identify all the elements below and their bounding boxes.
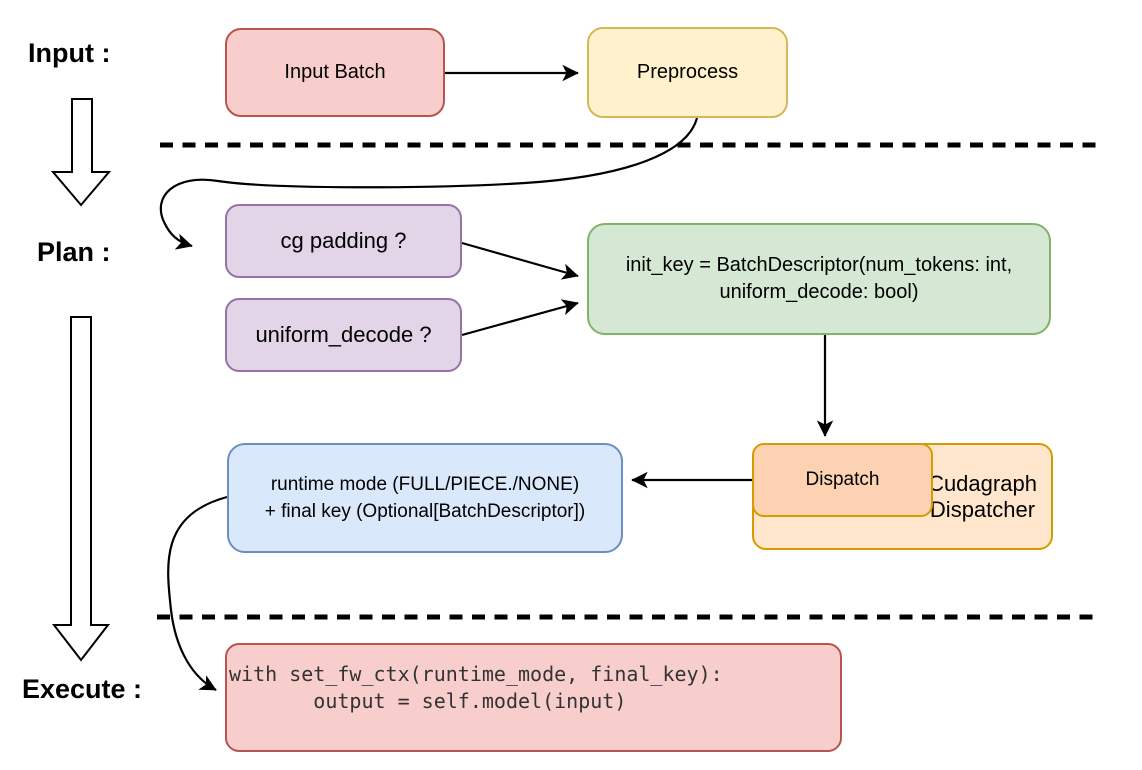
arrow-cg-padding-to-init-key xyxy=(461,241,579,280)
input-phase-label: Input : xyxy=(28,38,111,68)
uniform-decode-label: uniform_decode ? xyxy=(255,322,432,348)
uniform-decode-node: uniform_decode ? xyxy=(225,298,462,372)
init-key-node: init_key = BatchDescriptor(num_tokens: i… xyxy=(587,223,1051,335)
input-batch-label: Input Batch xyxy=(284,61,386,83)
dispatch-label: Dispatch xyxy=(805,469,880,491)
plan-phase-label: Plan : xyxy=(37,237,111,267)
execute-code-line2: output = self.model(input) xyxy=(229,689,627,713)
arrow-runtime-mode-to-execute-code xyxy=(167,495,228,691)
big-arrow-plan-to-execute xyxy=(51,316,111,662)
execute-phase-label: Execute : xyxy=(22,674,143,704)
runtime-mode-node: runtime mode (FULL/PIECE./NONE) + final … xyxy=(227,443,623,553)
cg-padding-node: cg padding ? xyxy=(225,204,462,278)
runtime-mode-line2: + final key (Optional[BatchDescriptor]) xyxy=(264,501,586,522)
cudagraph-dispatcher-line2: Dispatcher xyxy=(929,496,1036,522)
big-arrow-input-to-plan xyxy=(50,98,112,207)
execute-code-line1: with set_fw_ctx(runtime_mode, final_key)… xyxy=(229,662,723,686)
execute-code-node: with set_fw_ctx(runtime_mode, final_key)… xyxy=(225,643,842,752)
input-batch-node: Input Batch xyxy=(225,28,445,117)
init-key-line2: uniform_decode: bool) xyxy=(719,281,919,303)
runtime-mode-line1: runtime mode (FULL/PIECE./NONE) xyxy=(270,474,580,495)
preprocess-label: Preprocess xyxy=(636,61,739,83)
preprocess-node: Preprocess xyxy=(587,27,788,118)
cg-padding-label: cg padding ? xyxy=(280,228,407,254)
init-key-line1: init_key = BatchDescriptor(num_tokens: i… xyxy=(625,254,1013,276)
dispatch-node: Dispatch xyxy=(752,443,933,517)
arrow-uniform-decode-to-init-key xyxy=(461,299,579,337)
cudagraph-dispatcher-line1: Cudagraph xyxy=(928,470,1037,496)
arrow-preprocess-to-cg-padding xyxy=(159,117,699,250)
